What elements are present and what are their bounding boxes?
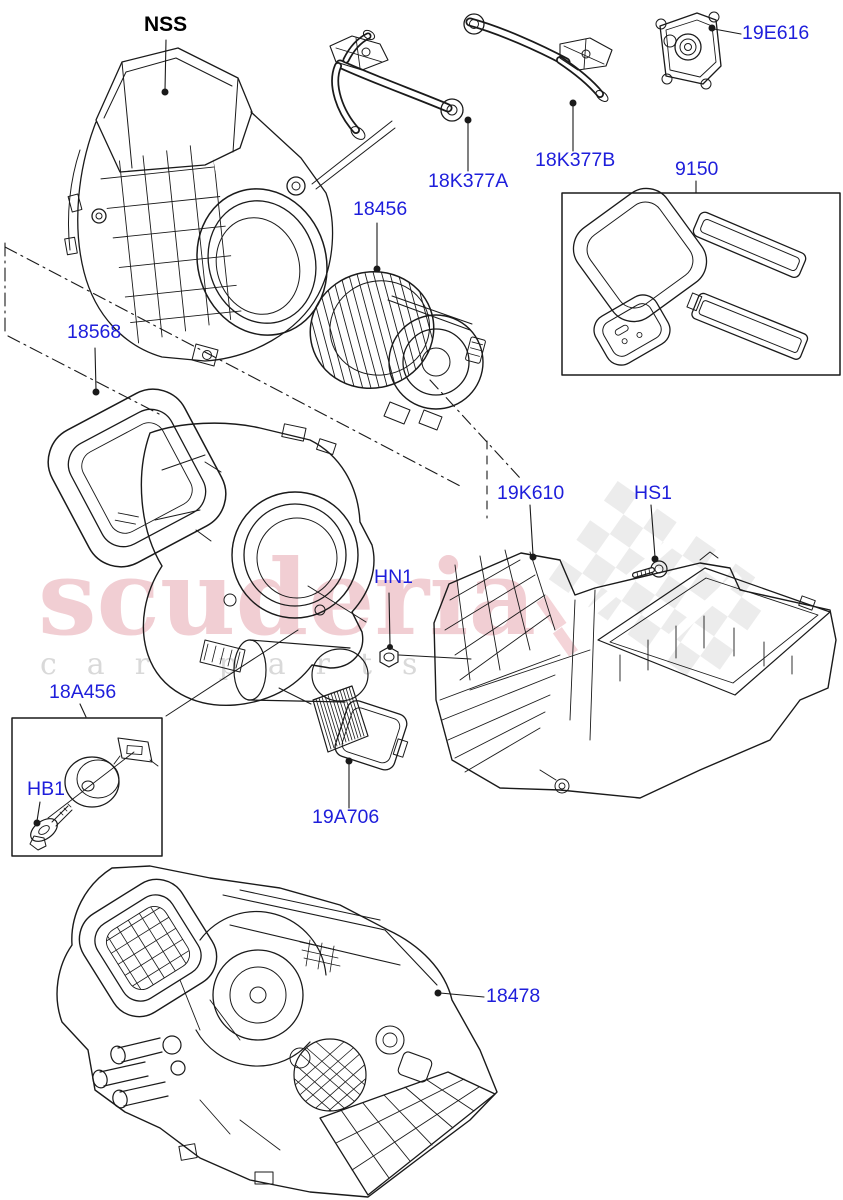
part-label-19e616[interactable]: 19E616 xyxy=(742,22,810,44)
checkered-flag-watermark xyxy=(548,480,762,681)
part-hs1-screw xyxy=(632,560,668,579)
leader-lines xyxy=(36,28,742,998)
part-label-9150[interactable]: 9150 xyxy=(675,158,719,180)
part-label-18568[interactable]: 18568 xyxy=(67,321,122,343)
part-18568-duct-frame xyxy=(47,388,227,568)
heater-pipes xyxy=(92,1035,186,1109)
part-nss-blower-housing xyxy=(64,47,334,367)
scuderia-watermark: scuderia car parts xyxy=(38,480,762,682)
part-19k610-case xyxy=(433,549,837,799)
watermark-brand-text: scuderia xyxy=(38,536,536,659)
watermark-tagline-text: car parts xyxy=(40,647,447,682)
part-label-18a456[interactable]: 18A456 xyxy=(49,681,117,703)
part-center-scroll-housing xyxy=(140,422,375,707)
part-label-18k377a[interactable]: 18K377A xyxy=(428,170,509,192)
part-label-18k377b[interactable]: 18K377B xyxy=(535,149,616,171)
part-label-nss: NSS xyxy=(144,13,188,36)
flag-pink-accent xyxy=(536,595,578,657)
part-label-19k610[interactable]: 19K610 xyxy=(497,482,565,504)
part-19e616-actuator xyxy=(655,11,722,90)
part-18a456-damper-kit xyxy=(11,717,163,857)
part-9150-seal-kit xyxy=(561,187,841,376)
part-label-18478[interactable]: 18478 xyxy=(486,985,541,1007)
part-18456-blower-motor xyxy=(301,257,486,431)
part-label-hn1[interactable]: HN1 xyxy=(374,566,414,588)
part-18478-heater-assembly xyxy=(56,865,498,1198)
part-hn1-nut xyxy=(379,646,399,668)
part-label-hs1[interactable]: HS1 xyxy=(634,482,672,504)
part-18k377a-tube xyxy=(329,29,464,140)
leader-dots xyxy=(33,24,716,997)
part-label-18456[interactable]: 18456 xyxy=(353,198,408,220)
assembly-axis-dashdot-lines xyxy=(4,242,521,519)
part-18k377b-tube xyxy=(463,13,613,102)
part-label-hb1[interactable]: HB1 xyxy=(27,778,65,800)
part-19a706-resistor xyxy=(312,685,409,771)
part-label-19a706[interactable]: 19A706 xyxy=(312,806,380,828)
